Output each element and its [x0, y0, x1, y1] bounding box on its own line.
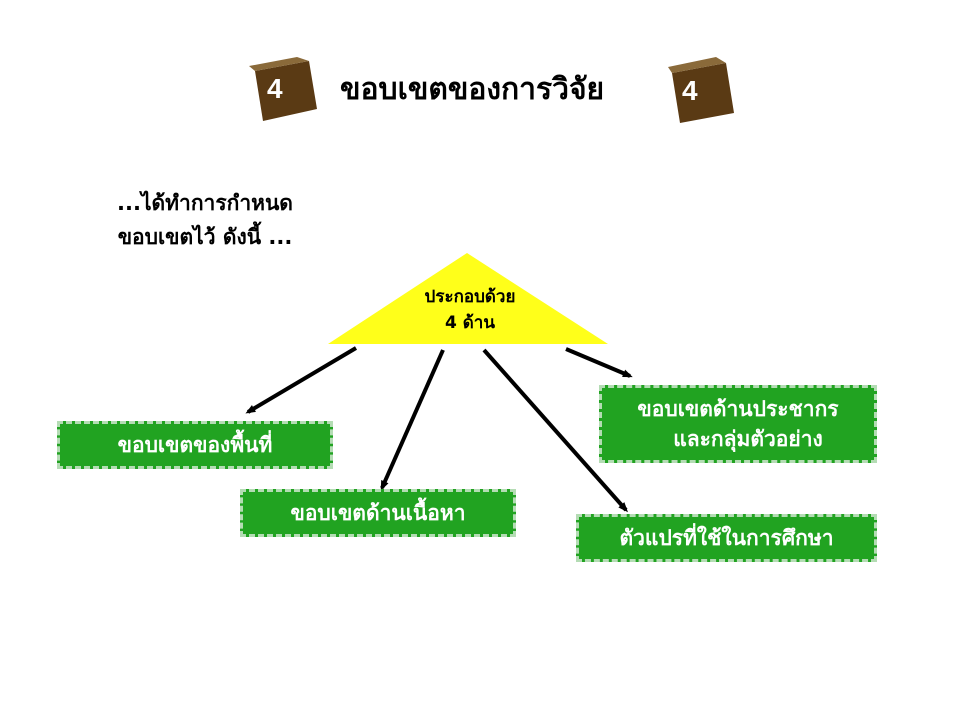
triangle-line-2: 4 ด้าน — [445, 313, 495, 333]
cube-number-left: 4 — [267, 73, 283, 104]
box-population-line-2: และกลุ่มตัวอย่าง — [673, 427, 823, 451]
box-area-scope: ขอบเขตของพื้นที่ — [57, 421, 333, 469]
intro-text: ...ได้ทำการกำหนด ขอบเขตไว้ ดังนี้ ... — [60, 186, 350, 254]
box-content-label: ขอบเขตด้านเนื้อหา — [290, 501, 466, 525]
number-cube-right: 4 — [668, 57, 738, 127]
intro-line-1: ...ได้ทำการกำหนด — [117, 191, 293, 215]
cube-number-right: 4 — [682, 75, 698, 106]
arrow-to-variables — [482, 348, 628, 513]
arrow-to-population — [565, 347, 633, 378]
arrow-to-content — [380, 349, 445, 491]
box-population-scope: ขอบเขตด้านประชากร และกลุ่มตัวอย่าง — [599, 385, 877, 463]
box-content-scope: ขอบเขตด้านเนื้อหา — [240, 489, 516, 537]
arrow-to-area — [245, 346, 358, 414]
box-area-label: ขอบเขตของพื้นที่ — [117, 433, 273, 457]
intro-line-2: ขอบเขตไว้ ดังนี้ ... — [117, 225, 293, 249]
triangle-label: ประกอบด้วย 4 ด้าน — [370, 284, 570, 336]
box-population-line-1: ขอบเขตด้านประชากร — [637, 397, 839, 421]
page-title: ขอบเขตของการวิจัย — [340, 72, 605, 107]
box-variables-label: ตัวแปรที่ใช้ในการศึกษา — [619, 526, 834, 550]
triangle-shape — [328, 253, 608, 344]
box-variables-scope: ตัวแปรที่ใช้ในการศึกษา — [576, 514, 877, 562]
triangle-line-1: ประกอบด้วย — [424, 287, 516, 307]
number-cube-left: 4 — [249, 57, 319, 127]
